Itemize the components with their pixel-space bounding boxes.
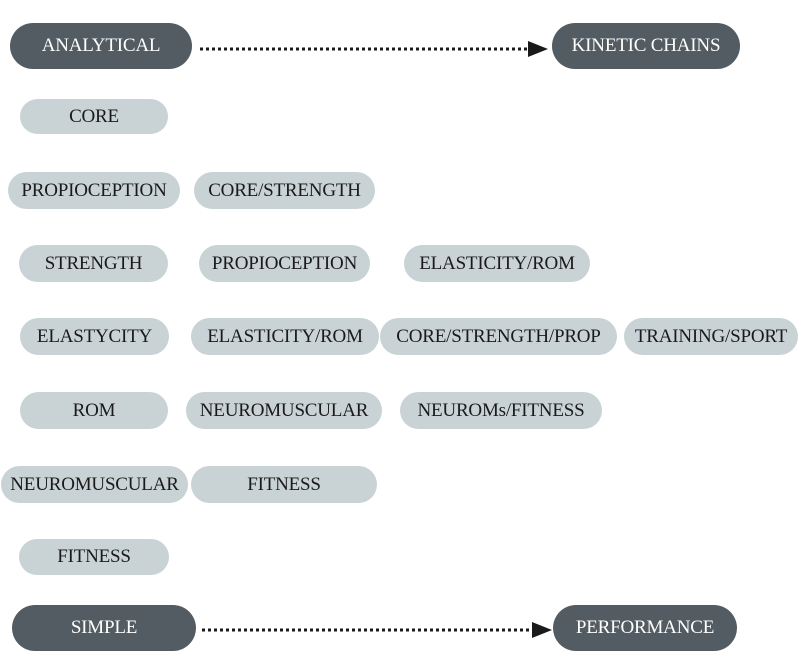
item-fitness: FITNESS xyxy=(191,466,377,503)
item-strength: STRENGTH xyxy=(19,245,168,282)
item-core: CORE xyxy=(20,99,168,134)
item-elastycity: ELASTYCITY xyxy=(20,318,169,355)
item-elasticity-rom-2: ELASTICITY/ROM xyxy=(191,318,379,355)
item-fitness-2: FITNESS xyxy=(19,539,169,575)
item-training-sport: TRAINING/SPORT xyxy=(624,318,798,355)
item-neuroms-fitness: NEUROMs/FITNESS xyxy=(400,392,602,429)
item-propioception-2: PROPIOCEPTION xyxy=(199,245,370,282)
item-neuromuscular: NEUROMUSCULAR xyxy=(186,392,382,429)
bottom-dotted-arrow xyxy=(202,622,552,638)
top-dotted-arrow xyxy=(200,41,548,57)
item-core-strength: CORE/STRENGTH xyxy=(194,172,375,209)
kinetic-chains-node: KINETIC CHAINS xyxy=(552,23,740,69)
simple-node: SIMPLE xyxy=(12,605,196,651)
item-propioception: PROPIOCEPTION xyxy=(8,172,180,209)
analytical-node: ANALYTICAL xyxy=(10,23,192,69)
item-core-strength-prop: CORE/STRENGTH/PROP xyxy=(380,318,617,355)
item-elasticity-rom: ELASTICITY/ROM xyxy=(404,245,590,282)
performance-node: PERFORMANCE xyxy=(553,605,737,651)
item-rom: ROM xyxy=(20,392,168,429)
item-neuromuscular-2: NEUROMUSCULAR xyxy=(1,466,188,503)
